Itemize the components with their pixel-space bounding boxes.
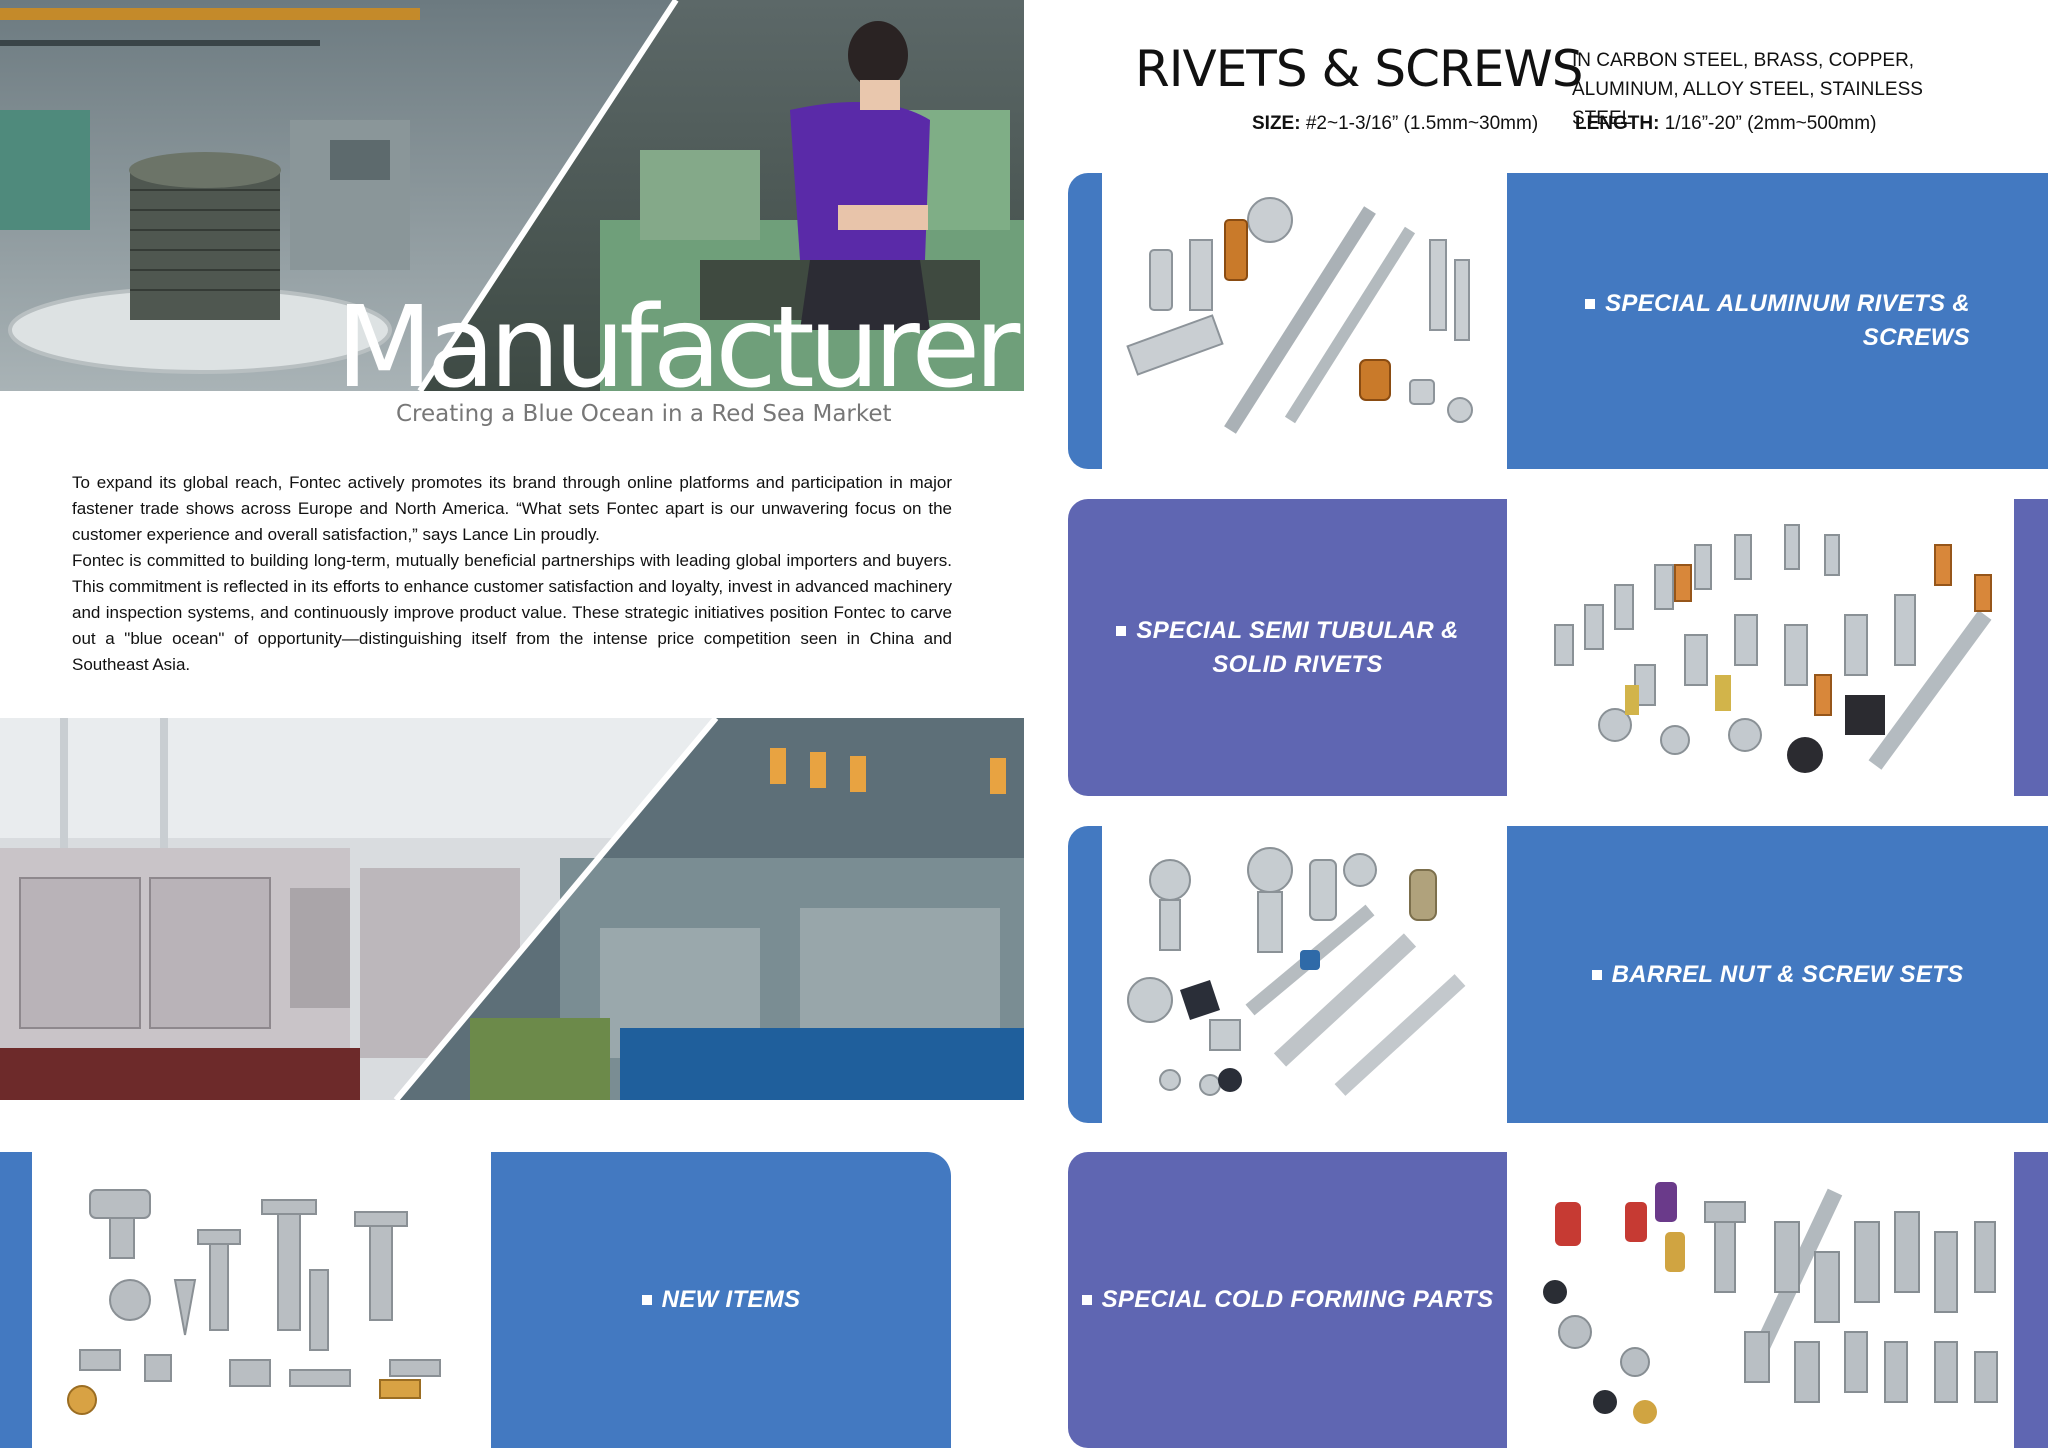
materials-list: IN CARBON STEEL, BRASS, COPPER, ALUMINUM… — [1572, 46, 1972, 133]
bullet-icon — [1585, 299, 1596, 309]
new-items-photo — [50, 1160, 480, 1440]
size-label: SIZE: — [1252, 113, 1301, 134]
semi-tubular-rivets-photo — [1515, 505, 2010, 790]
paragraph-1: To expand its global reach, Fontec activ… — [72, 473, 952, 544]
length-spec: LENGTH: 1/16”-20” (2mm~500mm) — [1575, 113, 1876, 135]
barrel-nut-label-wrap: BARREL NUT & SCREW SETS — [1591, 958, 1964, 992]
row1-left-tab — [1068, 173, 1102, 469]
semi-tubular-label-line2: SOLID RIVETS — [1212, 650, 1383, 678]
barrel-nut-label: BARREL NUT & SCREW SETS — [1611, 960, 1964, 988]
aluminum-rivets-photo — [1110, 180, 1510, 462]
aluminum-rivets-panel: SPECIAL ALUMINUM RIVETS & SCREWS — [1507, 173, 2048, 469]
tagline: Creating a Blue Ocean in a Red Sea Marke… — [396, 401, 892, 427]
article-body: To expand its global reach, Fontec activ… — [72, 470, 952, 678]
barrel-nut-panel: BARREL NUT & SCREW SETS — [1507, 826, 2048, 1123]
length-label: LENGTH: — [1575, 113, 1660, 134]
cold-forming-label-wrap: SPECIAL COLD FORMING PARTS — [1081, 1283, 1494, 1317]
barrel-nut-photo — [1110, 840, 1510, 1110]
materials-line-1: IN CARBON STEEL, BRASS, COPPER, — [1572, 50, 1915, 71]
semi-tubular-panel: SPECIAL SEMI TUBULAR & SOLID RIVETS — [1068, 499, 1507, 796]
bullet-icon — [641, 1295, 652, 1305]
cold-forming-label: SPECIAL COLD FORMING PARTS — [1101, 1286, 1494, 1313]
new-items-label-wrap: NEW ITEMS — [641, 1283, 801, 1317]
paragraph-2: Fontec is committed to building long-ter… — [72, 551, 952, 674]
aluminum-rivets-label-wrap: SPECIAL ALUMINUM RIVETS & SCREWS — [1585, 287, 1970, 355]
length-value: 1/16”-20” (2mm~500mm) — [1664, 113, 1877, 134]
factory-photo-top — [0, 0, 1024, 391]
materials-line-2: ALUMINUM, ALLOY STEEL, STAINLESS STEEL — [1572, 79, 1923, 129]
bullet-icon — [1116, 625, 1127, 636]
headline: Manufacturer — [336, 283, 1020, 413]
aluminum-rivets-label-line2: SCREWS — [1862, 324, 1970, 351]
size-spec: SIZE: #2~1-3/16” (1.5mm~30mm) — [1252, 113, 1538, 135]
semi-tubular-label-line1: SPECIAL SEMI TUBULAR & — [1136, 616, 1459, 644]
row4-right-tab — [2014, 1152, 2048, 1448]
new-items-label: NEW ITEMS — [661, 1286, 801, 1313]
semi-tubular-label: SPECIAL SEMI TUBULAR & SOLID RIVETS — [1136, 614, 1458, 682]
semi-tubular-label-wrap: SPECIAL SEMI TUBULAR & SOLID RIVETS — [1116, 614, 1458, 682]
bullet-icon — [1591, 969, 1602, 980]
row3-left-tab — [1068, 826, 1102, 1123]
row2-right-tab — [2014, 499, 2048, 796]
left-edge-tab — [0, 1152, 32, 1448]
cold-forming-photo — [1515, 1162, 2010, 1442]
cold-forming-panel: SPECIAL COLD FORMING PARTS — [1068, 1152, 1507, 1448]
factory-photo-middle — [0, 718, 1024, 1100]
new-items-panel: NEW ITEMS — [491, 1152, 951, 1448]
rivets-screws-title: RIVETS & SCREWS — [1135, 40, 1583, 98]
bullet-icon — [1081, 1295, 1092, 1305]
aluminum-rivets-label-line1: SPECIAL ALUMINUM RIVETS & — [1605, 290, 1970, 317]
aluminum-rivets-label: SPECIAL ALUMINUM RIVETS & SCREWS — [1605, 287, 1970, 355]
size-value: #2~1-3/16” (1.5mm~30mm) — [1305, 113, 1539, 134]
